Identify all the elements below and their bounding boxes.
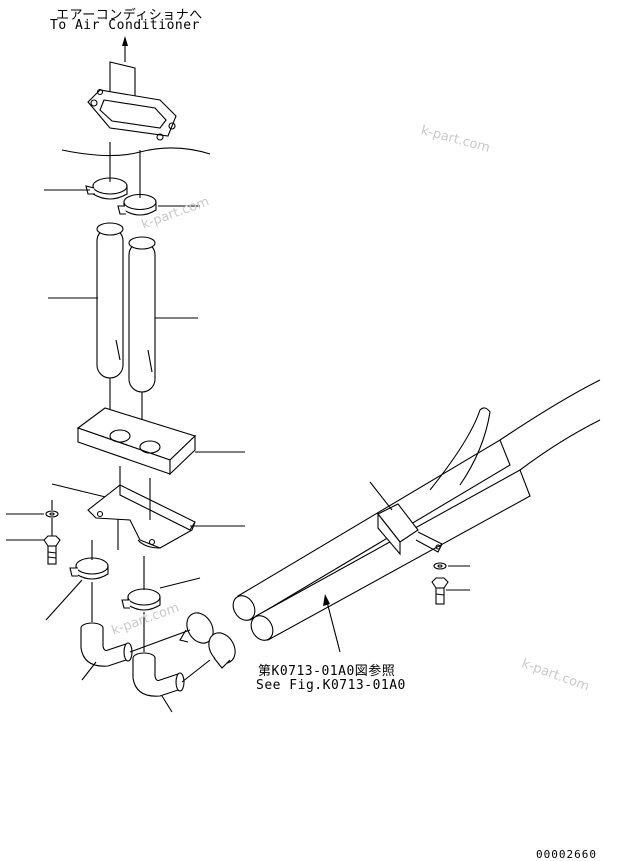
elbow-pipe-right — [132, 652, 185, 697]
bolt-left — [43, 535, 61, 565]
floor-break-line — [61, 147, 211, 157]
see-figure-jp-label: 第K0713-01A0図参照 — [258, 664, 396, 679]
bolt-right — [431, 577, 449, 605]
mounting-bracket — [51, 483, 196, 550]
reference-arrow — [323, 594, 341, 653]
hose-clamp-lower-right — [121, 588, 161, 611]
hose-plate — [76, 407, 197, 476]
hose-clamp-lower-left — [69, 557, 109, 580]
see-figure-en-label: See Fig.K0713-01A0 — [256, 678, 406, 693]
page-code-label: 00002660 — [536, 848, 597, 861]
heater-hose-left — [96, 222, 124, 379]
elbow-pipe-left — [80, 622, 133, 667]
hose-clamp-upper-right — [117, 193, 157, 216]
washer-right — [433, 562, 447, 570]
hose-assembly-right — [232, 379, 601, 641]
hose-clamp-upper-left — [85, 177, 128, 200]
leader-lines — [6, 189, 470, 713]
hose-clamp-elbow-1 — [179, 612, 214, 644]
heater-hose-right — [128, 236, 156, 393]
washer-left — [45, 510, 59, 518]
hose-clamp-elbow-2 — [208, 632, 236, 669]
hose-clamp-band — [377, 503, 443, 556]
panel-gasket — [87, 61, 177, 141]
to-air-conditioner-en-label: To Air Conditioner — [50, 18, 200, 33]
arrow-to-air-conditioner — [122, 36, 128, 62]
to-air-conditioner-jp-label: エアーコンディショナへ — [56, 8, 203, 23]
